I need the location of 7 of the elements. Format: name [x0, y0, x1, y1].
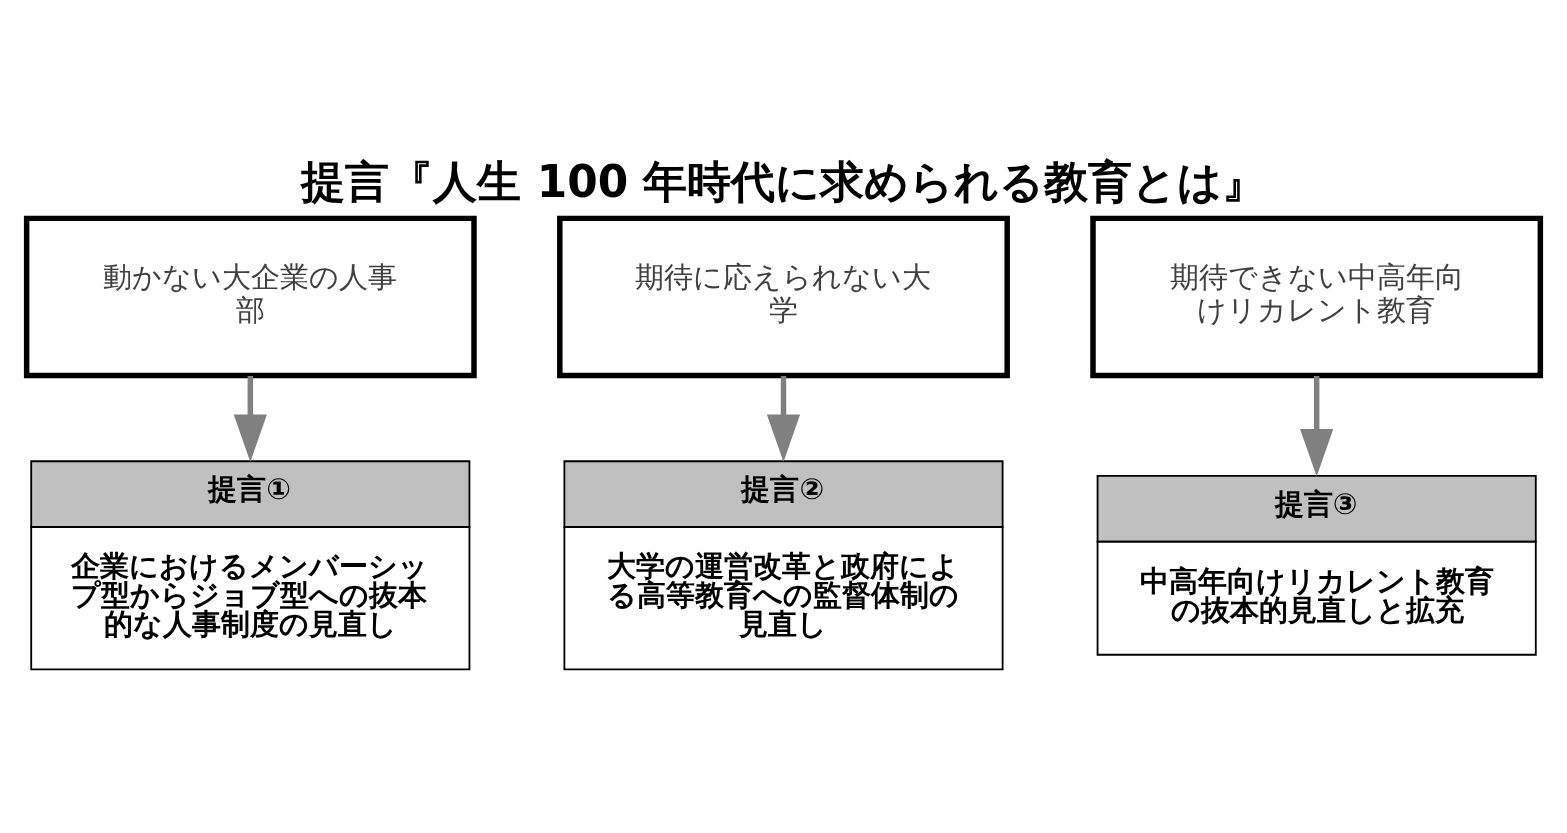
- node-box: 期待できない中高年向けリカレント教育: [1090, 215, 1544, 379]
- arrow: [766, 376, 801, 462]
- node-box: 期待に応えられない大学: [557, 215, 1010, 379]
- diagram-title: 提言『人生 100 年時代に求められる教育とは』: [301, 155, 1267, 207]
- node-box: 動かない大企業の人事部: [23, 215, 477, 379]
- arrow: [1300, 376, 1334, 477]
- arrow: [233, 376, 267, 462]
